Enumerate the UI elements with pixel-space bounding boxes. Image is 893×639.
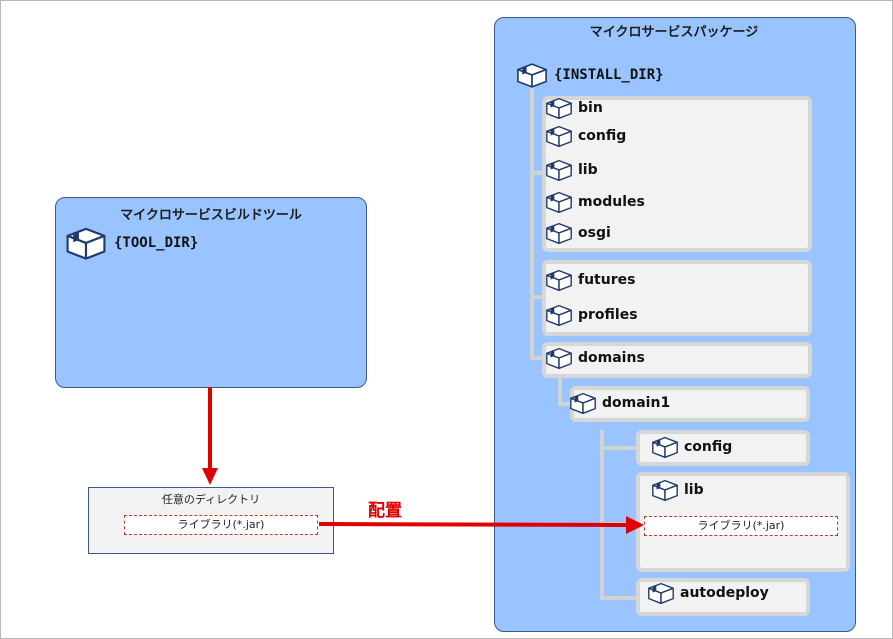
dir-node-osgi: osgi — [544, 221, 611, 245]
package-box-icon — [62, 226, 110, 260]
package-box-icon — [544, 190, 574, 214]
dir-node-domain-config: config — [650, 435, 732, 459]
source-jar-box: ライブラリ(*.jar) — [124, 515, 318, 535]
dir-node-futures: futures — [544, 268, 635, 292]
dir-label: osgi — [578, 225, 611, 241]
package-box-icon — [646, 581, 676, 605]
dir-node-bin: bin — [544, 96, 603, 120]
dir-label: autodeploy — [680, 585, 769, 601]
tree-line — [600, 522, 636, 526]
target-jar-box: ライブラリ(*.jar) — [644, 516, 838, 536]
package-box-icon — [544, 96, 574, 120]
package-box-icon — [544, 303, 574, 327]
dir-node-config: config — [544, 124, 626, 148]
package-title: マイクロサービスパッケージ — [589, 25, 759, 40]
dir-node-domain1: domain1 — [568, 391, 670, 415]
feature-dirs-group — [542, 260, 812, 336]
any-directory-box: 任意のディレクトリ ライブラリ(*.jar) — [88, 487, 334, 554]
dir-node-domains: domains — [544, 346, 645, 370]
package-box-icon — [544, 158, 574, 182]
any-directory-title: 任意のディレクトリ — [161, 493, 261, 506]
dir-label: lib — [578, 162, 598, 178]
build-tool-title: マイクロサービスビルドツール — [120, 208, 302, 223]
package-box-icon — [568, 391, 598, 415]
package-box-icon — [650, 478, 680, 502]
package-box-icon — [650, 435, 680, 459]
install-dir-node: {INSTALL_DIR} — [514, 63, 664, 87]
dir-node-modules: modules — [544, 190, 645, 214]
package-box-icon — [514, 62, 550, 88]
package-box-icon — [544, 346, 574, 370]
dir-node-lib: lib — [544, 158, 598, 182]
dir-label: config — [578, 128, 627, 144]
tree-line — [530, 295, 544, 299]
dir-node-profiles: profiles — [544, 303, 638, 327]
dir-label: domains — [578, 350, 645, 366]
dir-label: lib — [684, 482, 704, 498]
dir-label: domain1 — [602, 395, 671, 411]
dir-label: futures — [578, 272, 636, 288]
dir-label: modules — [578, 194, 645, 210]
dir-node-autodeploy: autodeploy — [646, 581, 769, 605]
tool-dir-label: {TOOL_DIR} — [114, 235, 199, 251]
tree-line — [558, 402, 572, 406]
dir-node-domain-lib: lib — [650, 478, 704, 502]
tree-line — [600, 596, 636, 600]
tree-line — [558, 372, 562, 404]
tree-line — [600, 446, 636, 450]
dir-label: bin — [578, 100, 603, 116]
tree-line — [530, 356, 544, 360]
install-dir-label: {INSTALL_DIR} — [554, 67, 664, 83]
dir-label: config — [684, 439, 733, 455]
package-box-icon — [544, 268, 574, 292]
domains-group — [542, 342, 812, 378]
tree-line — [530, 171, 544, 175]
dir-label: profiles — [578, 307, 638, 323]
tree-line — [530, 86, 534, 358]
tool-dir-node: {TOOL_DIR} — [62, 231, 198, 255]
package-box-icon — [544, 124, 574, 148]
tree-line — [600, 430, 604, 598]
build-tool-panel: マイクロサービスビルドツール {TOOL_DIR} — [55, 197, 367, 388]
core-dirs-group — [542, 96, 812, 252]
deploy-label: 配置 — [368, 501, 402, 521]
package-box-icon — [544, 221, 574, 245]
